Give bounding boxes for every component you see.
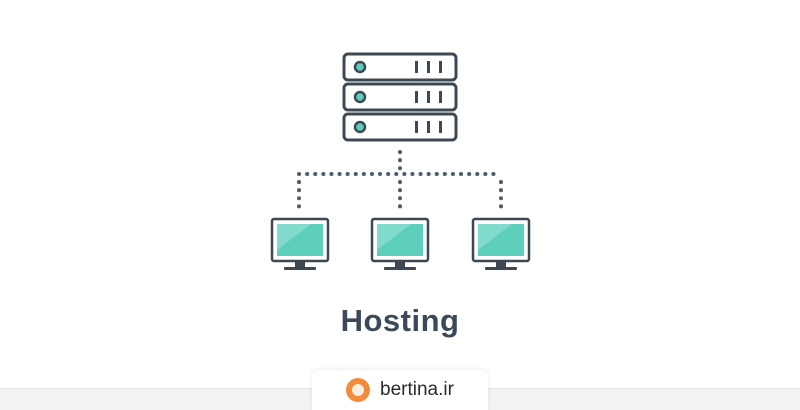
monitor-left — [270, 217, 330, 270]
diagram-title: Hosting — [340, 303, 460, 338]
server-unit-2 — [342, 82, 458, 112]
monitor-center — [370, 217, 430, 270]
bertina-logo-icon — [346, 378, 371, 402]
site-badge[interactable]: bertina.ir — [312, 370, 488, 410]
server-unit-3 — [342, 112, 458, 142]
site-name: bertina.ir — [380, 379, 454, 400]
network-diagram — [270, 52, 531, 270]
server-unit-1 — [342, 52, 458, 82]
network-connectors — [297, 150, 503, 212]
monitor-right — [471, 217, 531, 270]
server-rack — [342, 52, 458, 142]
